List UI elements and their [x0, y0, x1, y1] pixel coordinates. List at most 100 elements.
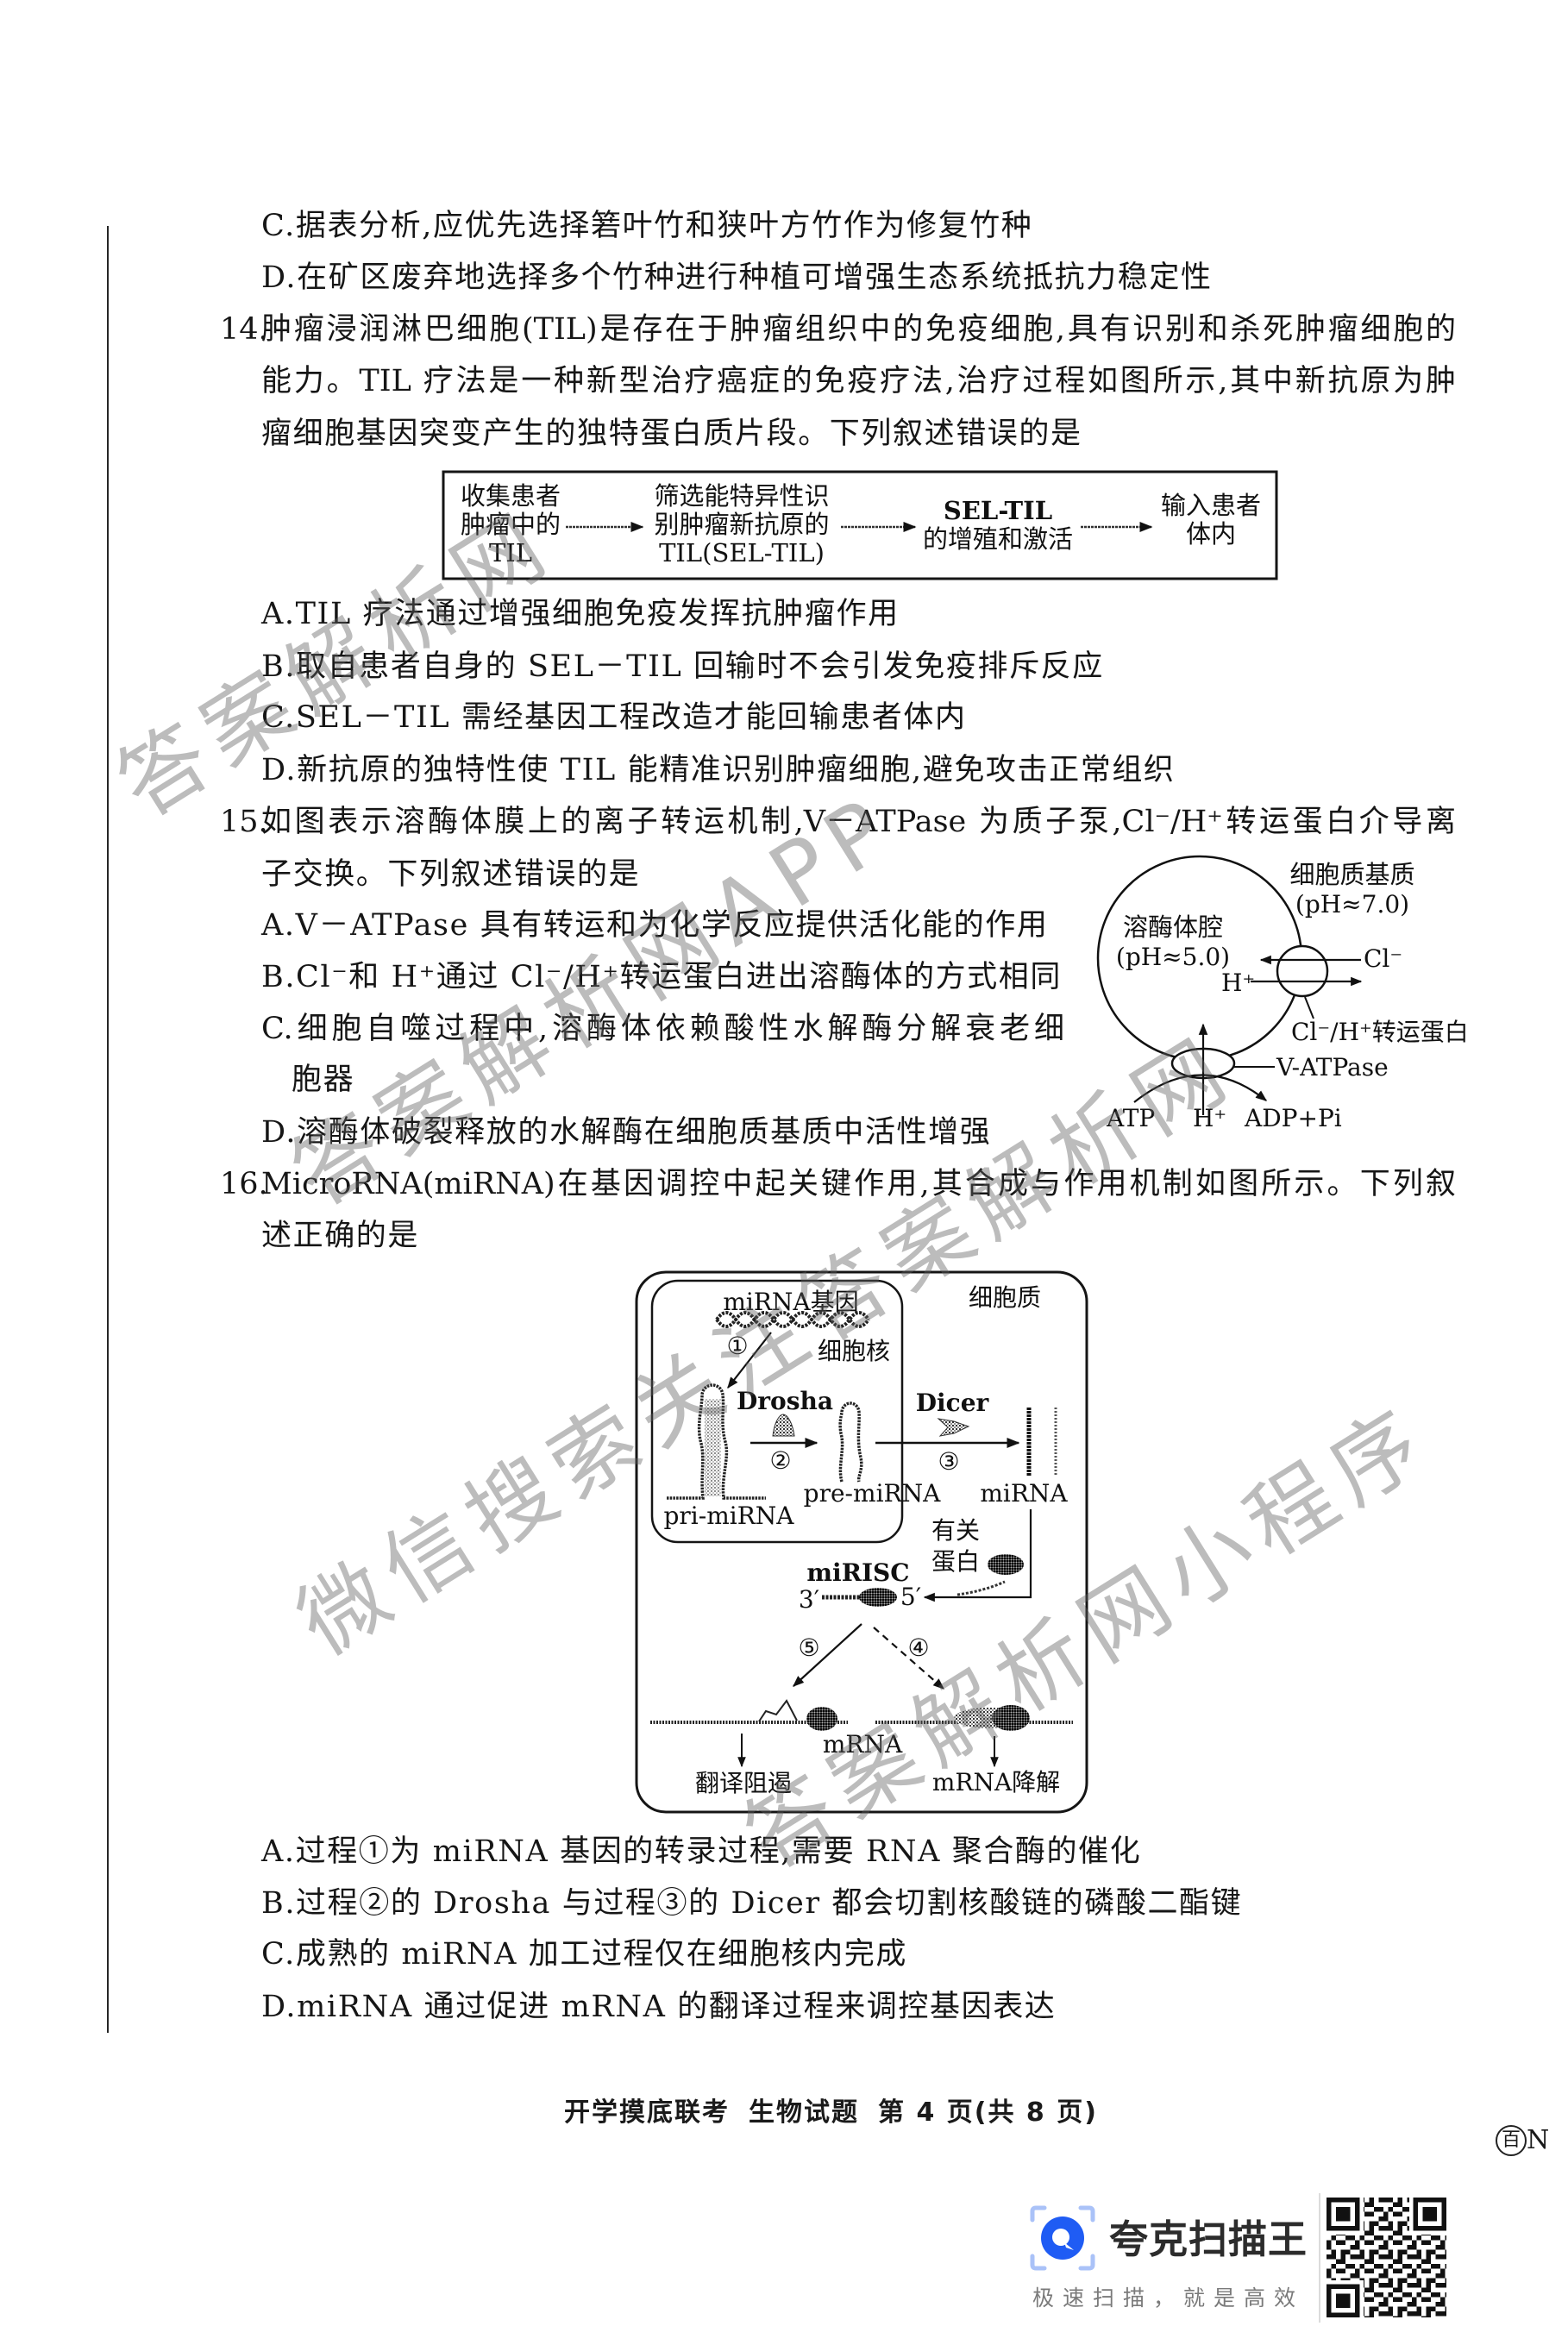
option-key: B. — [261, 649, 297, 684]
circled-mark: 百 — [1496, 2125, 1527, 2156]
q15-stem-line-1: 如图表示溶酶体膜上的离子转运机制,V－ATPase 为质子泵,Cl⁻/H⁺转运蛋… — [261, 805, 1456, 839]
q16-stem-line-1: MicroRNA(miRNA)在基因调控中起关键作用,其合成与作用机制如图所示。… — [261, 1167, 1456, 1201]
option-text: V－ATPase 具有转运和为化学反应提供活化能的作用 — [295, 908, 1049, 943]
mirna-label: miRNA — [980, 1479, 1068, 1508]
q13-option-d: D.在矿区废弃地选择多个竹种进行种植可增强生态系统抵抗力稳定性 — [261, 259, 1213, 297]
option-text: TIL 疗法通过增强细胞免疫发挥抗肿瘤作用 — [295, 597, 900, 631]
q15-option-c: C.细胞自噬过程中,溶酶体依赖酸性水解酶分解衰老细 — [261, 1010, 1064, 1048]
option-text: 过程①为 miRNA 基因的转录过程,需要 RNA 聚合酶的催化 — [295, 1834, 1142, 1869]
option-key: D. — [261, 260, 298, 295]
dicer-label: Dicer — [915, 1389, 989, 1417]
flow-step-line: SEL-TIL — [943, 496, 1053, 525]
cytoplasm-ph-label: (pH≈7.0) — [1295, 890, 1410, 919]
flow-step-infuse: 输入患者 体内 — [1161, 492, 1261, 549]
q14-stem-line-2: 能力。TIL 疗法是一种新型治疗癌症的免疫疗法,治疗过程如图所示,其中新抗原为肿 — [261, 364, 1456, 398]
footer-subject: 生物试题 — [749, 2097, 859, 2128]
option-text: 新抗原的独特性使 TIL 能精准识别肿瘤细胞,避免攻击正常组织 — [297, 753, 1176, 787]
pre-mirna-hairpin-icon — [838, 1401, 863, 1483]
mirna-duplex-icon — [1026, 1408, 1057, 1477]
q14-stem-line-1: 肿瘤浸润淋巴细胞(TIL)是存在于肿瘤组织中的免疫细胞,具有识别和杀死肿瘤细胞的 — [261, 312, 1456, 347]
related-protein-label-1: 有关 — [931, 1516, 981, 1545]
option-key: C. — [261, 1937, 296, 1972]
flow-step-line: TIL(SEL-TIL) — [659, 538, 825, 567]
option-text: 成熟的 miRNA 加工过程仅在细胞核内完成 — [295, 1937, 907, 1972]
option-key: D. — [261, 1990, 298, 2024]
option-text: 溶酶体破裂释放的水解酶在细胞质基质中活性增强 — [297, 1115, 992, 1150]
cl-h-transporter-icon — [1276, 944, 1329, 998]
transporter-leader-line — [1304, 996, 1314, 1019]
option-key: C. — [261, 209, 296, 243]
flow-step-line: 收集患者 — [460, 481, 561, 511]
mrna-label: mRNA — [822, 1730, 903, 1759]
lysosome-diagram — [1096, 855, 1363, 1115]
cytoplasm-matrix-label: 细胞质基质 — [1289, 860, 1415, 889]
q15-option-d: D.溶酶体破裂释放的水解酶在细胞质基质中活性增强 — [261, 1113, 991, 1151]
q13-option-c: C.据表分析,应优先选择箬叶竹和狭叶方竹作为修复竹种 — [261, 207, 1032, 245]
related-protein-label-2: 蛋白 — [931, 1547, 981, 1576]
pathway-5-arrow — [793, 1623, 862, 1687]
mrna-degradation-icon — [875, 1705, 1073, 1731]
option-text: Cl⁻和 H⁺通过 Cl⁻/H⁺转运蛋白进出溶酶体的方式相同 — [296, 960, 1062, 994]
flow-step-line: 筛选能特异性识 — [654, 481, 830, 511]
drosha-label: Drosha — [737, 1387, 833, 1415]
option-text: 过程②的 Drosha 与过程③的 Dicer 都会切割核酸链的磷酸二酯键 — [296, 1886, 1243, 1921]
flow-step-line: 肿瘤中的 — [460, 510, 561, 539]
lumen-ph-label: (pH≈5.0) — [1115, 943, 1231, 971]
atp-hydrolysis-arrow — [1133, 1074, 1268, 1103]
option-key: D. — [261, 1115, 298, 1150]
qr-code — [1325, 2196, 1448, 2319]
flow-step-expand: SEL-TIL 的增殖和激活 — [923, 497, 1073, 554]
option-text: SEL－TIL 需经基因工程改造才能回输患者体内 — [295, 700, 967, 735]
risc-assembly-arrow — [923, 1509, 1032, 1602]
flow-step-line: 别肿瘤新抗原的 — [654, 510, 830, 539]
option-text: 在矿区废弃地选择多个竹种进行种植可增强生态系统抵抗力稳定性 — [297, 260, 1213, 295]
nucleus-label: 细胞核 — [817, 1337, 891, 1365]
option-text: 据表分析,应优先选择箬叶竹和狭叶方竹作为修复竹种 — [295, 209, 1033, 243]
cl-ion-label: Cl⁻ — [1364, 944, 1403, 973]
pre-mirna-label: pre-miRNA — [803, 1479, 941, 1508]
pathway-4-arrow — [873, 1627, 944, 1690]
footer-exam-name: 开学摸底联考 — [564, 2097, 730, 2128]
lysosome-lumen-label: 溶酶体腔 — [1122, 912, 1224, 942]
mrna-degradation-label: mRNA降解 — [931, 1768, 1061, 1796]
q16-option-c: C.成熟的 miRNA 加工过程仅在细胞核内完成 — [261, 1935, 907, 1973]
step-4-label: ④ — [907, 1633, 930, 1662]
quark-scan-icon — [1030, 2205, 1095, 2271]
step-3-label: ③ — [938, 1447, 960, 1476]
q15-option-b: B.Cl⁻和 H⁺通过 Cl⁻/H⁺转运蛋白进出溶酶体的方式相同 — [261, 958, 1062, 996]
three-prime-label: 3′ — [798, 1585, 820, 1614]
q16-stem-line-2: 述正确的是 — [261, 1219, 420, 1253]
option-key: A. — [261, 597, 296, 631]
pri-mirna-label: pri-miRNA — [663, 1502, 794, 1530]
q14-number: 14. — [220, 312, 268, 347]
option-text: miRNA 通过促进 mRNA 的翻译过程来调控基因表达 — [297, 1990, 1057, 2024]
passenger-strand-icon — [956, 1580, 1006, 1596]
q14-option-d: D.新抗原的独特性使 TIL 能精准识别肿瘤细胞,避免攻击正常组织 — [261, 751, 1176, 789]
q16-option-b: B.过程②的 Drosha 与过程③的 Dicer 都会切割核酸链的磷酸二酯键 — [261, 1884, 1242, 1922]
flow-step-screen: 筛选能特异性识 别肿瘤新抗原的 TIL(SEL-TIL) — [654, 482, 829, 567]
option-key: D. — [261, 753, 298, 787]
scanner-brand-name: 夸克扫描王 — [1109, 2216, 1308, 2262]
option-key: A. — [261, 908, 296, 943]
related-protein-icon — [988, 1554, 1024, 1575]
mrna-repression-icon — [650, 1699, 848, 1731]
option-text: 细胞自噬过程中,溶酶体依赖酸性水解酶分解衰老细 — [292, 1012, 1064, 1046]
q14-option-a: A.TIL 疗法通过增强细胞免疫发挥抗肿瘤作用 — [261, 595, 900, 633]
q15-stem-line-2: 子交换。下列叙述错误的是 — [261, 857, 641, 892]
q16-option-a: A.过程①为 miRNA 基因的转录过程,需要 RNA 聚合酶的催化 — [261, 1833, 1141, 1871]
flow-step-line: 输入患者 — [1160, 491, 1262, 520]
q14-option-c: C.SEL－TIL 需经基因工程改造才能回输患者体内 — [261, 699, 967, 737]
binding-margin-rule — [107, 226, 109, 2033]
mirisc-label: miRISC — [806, 1558, 910, 1587]
flow-step-line: 的增殖和激活 — [922, 524, 1074, 554]
dna-helix-icon — [715, 1311, 870, 1328]
transporter-label: Cl⁻/H⁺转运蛋白 — [1291, 1018, 1469, 1046]
pri-mirna-hairpin-icon — [667, 1383, 766, 1500]
flow-step-line: 体内 — [1185, 519, 1237, 549]
step-5-label: ⑤ — [798, 1633, 820, 1662]
v-atpase-label: V-ATPase — [1276, 1053, 1389, 1082]
flow-step-collect: 收集患者 肿瘤中的 TIL — [461, 482, 561, 567]
flow-step-line: TIL — [488, 538, 533, 567]
